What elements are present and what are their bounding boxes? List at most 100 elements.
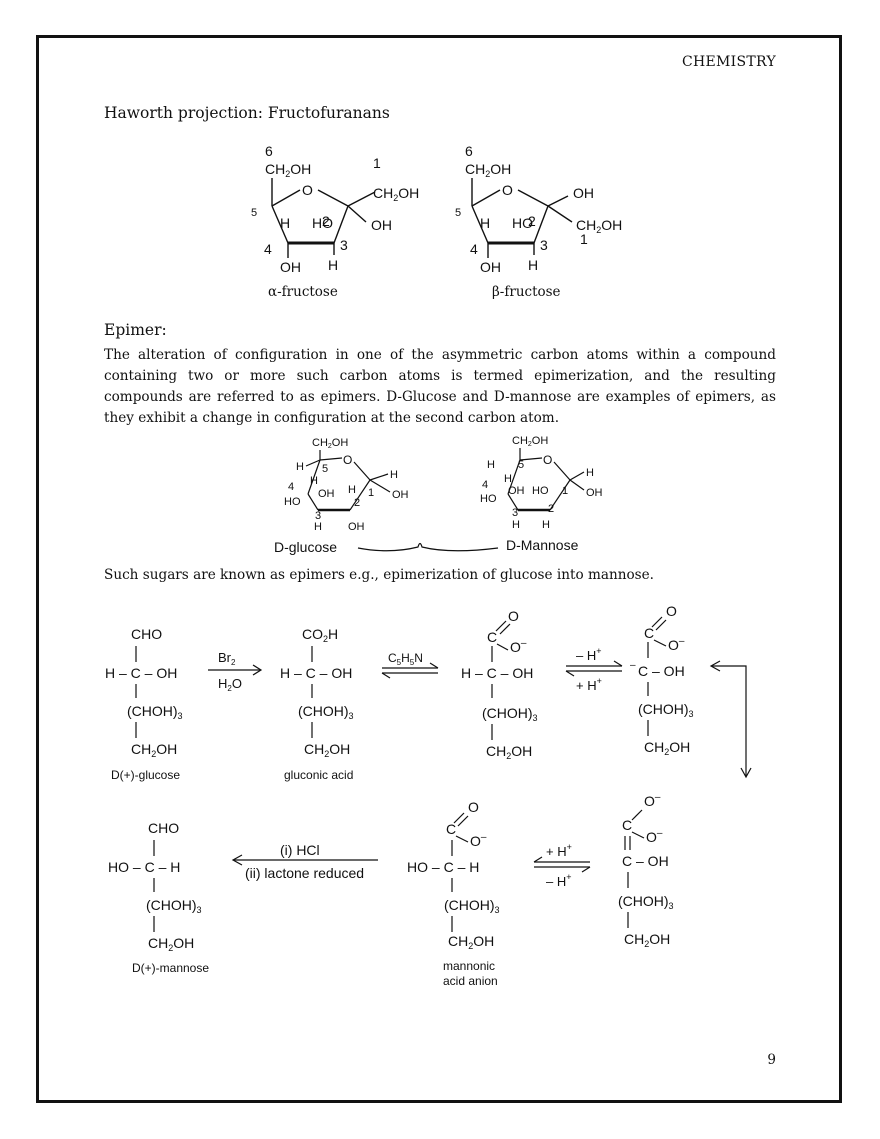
svg-text:HO: HO [284, 496, 301, 508]
glucose-caption: D(+)-glucose [111, 768, 180, 782]
svg-text:5: 5 [455, 207, 461, 219]
gluconic-acid-structure: CO2H H – C – OH (CHOH)3 CH2OH [280, 626, 354, 759]
svg-text:CH2OH: CH2OH [576, 217, 622, 235]
svg-text:CHO: CHO [131, 626, 162, 642]
svg-text:HO: HO [532, 485, 549, 497]
water-reagent: H [218, 676, 227, 691]
svg-text:HO – C – H: HO – C – H [108, 859, 180, 875]
page-number: 9 [767, 1052, 776, 1068]
svg-text:C: C [487, 629, 497, 645]
svg-text:C: C [446, 821, 456, 837]
svg-text:CH2OH: CH2OH [465, 161, 511, 179]
svg-text:O: O [302, 182, 313, 198]
svg-text:+ H+: + H+ [546, 842, 572, 859]
minus-h-lower-label: – H [546, 874, 566, 889]
svg-text:HO: HO [512, 215, 533, 231]
gluconate-anion-structure: O C O– H – C – OH (CHOH)3 CH2OH [461, 608, 538, 761]
svg-text:H – C – OH: H – C – OH [280, 665, 352, 681]
svg-text:O: O [666, 603, 677, 619]
svg-text:C – OH: C – OH [622, 853, 669, 869]
mannonate-anion-structure: O C O– HO – C – H (CHOH)3 CH2OH [407, 799, 500, 951]
svg-text:Br2: Br2 [218, 650, 236, 667]
svg-text:(CHOH)3: (CHOH)3 [618, 893, 674, 911]
svg-text:6: 6 [465, 143, 473, 159]
epimer-note: Such sugars are known as epimers e.g., e… [104, 567, 654, 583]
svg-text:O–: O– [668, 636, 685, 653]
svg-text:O: O [502, 182, 513, 198]
svg-text:OH: OH [508, 485, 525, 497]
svg-text:H: H [296, 461, 304, 473]
svg-text:H2O: H2O [218, 676, 242, 693]
gluconic-caption: gluconic acid [284, 768, 353, 782]
svg-text:OH: OH [586, 487, 603, 499]
svg-text:CH2OH: CH2OH [486, 743, 532, 761]
svg-text:5: 5 [322, 463, 328, 475]
reduction-arrow: (i) HCl (ii) lactone reduced [231, 842, 378, 881]
svg-text:C5H5N: C5H5N [388, 651, 423, 667]
svg-text:H: H [528, 257, 538, 273]
svg-text:2: 2 [322, 213, 330, 229]
svg-text:1: 1 [580, 231, 588, 247]
epimer-paragraph: The alteration of configuration in one o… [104, 347, 776, 426]
svg-text:CH2OH: CH2OH [312, 437, 348, 450]
svg-text:OH: OH [318, 488, 335, 500]
svg-text:– H+: – H+ [546, 872, 572, 889]
mannose-structure: CHO HO – C – H (CHOH)3 CH2OH [108, 820, 202, 953]
svg-text:+ H+: + H+ [576, 676, 602, 693]
lactone-step: (ii) lactone reduced [245, 865, 364, 881]
svg-text:O: O [343, 453, 352, 467]
svg-text:CH2OH: CH2OH [448, 933, 494, 951]
bromine-reagent: Br [218, 650, 232, 665]
svg-text:2: 2 [354, 497, 360, 509]
svg-text:1: 1 [562, 485, 568, 497]
svg-text:–: – [630, 660, 636, 671]
d-glucose-label: D-glucose [274, 539, 337, 555]
svg-text:(CHOH)3: (CHOH)3 [482, 705, 538, 723]
svg-text:CH2OH: CH2OH [304, 741, 350, 759]
svg-text:(CHOH)3: (CHOH)3 [298, 703, 354, 721]
svg-text:CH2OH: CH2OH [265, 161, 311, 179]
svg-text:2: 2 [528, 213, 536, 229]
haworth-heading: Haworth projection: Fructofuranans [104, 104, 390, 122]
d-mannose-structure: CH2OH O 5 H H 4 HO OH HO 3 H 2 H 1 H OH [480, 435, 603, 531]
svg-text:3: 3 [540, 237, 548, 253]
alpha-fructose-structure: 6 CH2OH O 1 CH2OH OH 2 5 H HO 4 3 OH H [251, 143, 419, 275]
svg-text:H – C – OH: H – C – OH [461, 665, 533, 681]
svg-text:CH2OH: CH2OH [373, 185, 419, 203]
svg-text:H: H [390, 469, 398, 481]
plus-h-lower-label: + H [546, 844, 567, 859]
d-glucose-structure: CH2OH O 5 H H 4 HO OH 3 H H 2 OH 1 H OH [284, 437, 409, 533]
protonation-equilibrium: + H+ – H+ [533, 842, 591, 889]
bromine-arrow: Br2 H2O [208, 650, 263, 693]
reaction-scheme: CHO H – C – OH (CHOH)3 CH2OH D(+)-glucos… [105, 603, 752, 988]
svg-text:1: 1 [373, 155, 381, 171]
beta-fructose-caption: β-fructose [492, 284, 561, 300]
pyridine-reagent: C [388, 651, 397, 665]
svg-text:O–: O– [646, 828, 663, 845]
svg-text:C: C [644, 625, 654, 641]
deprotonation-equilibrium: – H+ + H+ [565, 646, 623, 693]
svg-text:(CHOH)3: (CHOH)3 [444, 897, 500, 915]
epimer-figure: CH2OH O 5 H H 4 HO OH 3 H H 2 OH 1 H OH … [274, 435, 603, 555]
alpha-fructose-caption: α-fructose [268, 284, 338, 300]
glucose-structure: CHO H – C – OH (CHOH)3 CH2OH [105, 626, 183, 759]
svg-text:4: 4 [264, 241, 272, 257]
hcl-step: (i) HCl [280, 842, 320, 858]
svg-text:5: 5 [251, 207, 257, 219]
svg-text:C: C [622, 817, 632, 833]
mannose-caption: D(+)-mannose [132, 961, 209, 975]
svg-text:4: 4 [470, 241, 478, 257]
svg-text:HO: HO [312, 215, 333, 231]
svg-text:H: H [480, 215, 490, 231]
svg-text:OH: OH [392, 489, 409, 501]
mannonic-caption-line1: mannonic [443, 959, 495, 973]
svg-text:O: O [508, 608, 519, 624]
svg-text:(CHOH)3: (CHOH)3 [127, 703, 183, 721]
cycle-arrow [709, 660, 752, 779]
svg-text:H: H [348, 484, 356, 496]
svg-text:4: 4 [288, 481, 294, 493]
d-mannose-label: D-Mannose [506, 537, 579, 553]
svg-text:HO: HO [480, 493, 497, 505]
svg-text:(CHOH)3: (CHOH)3 [638, 701, 694, 719]
svg-text:3: 3 [340, 237, 348, 253]
